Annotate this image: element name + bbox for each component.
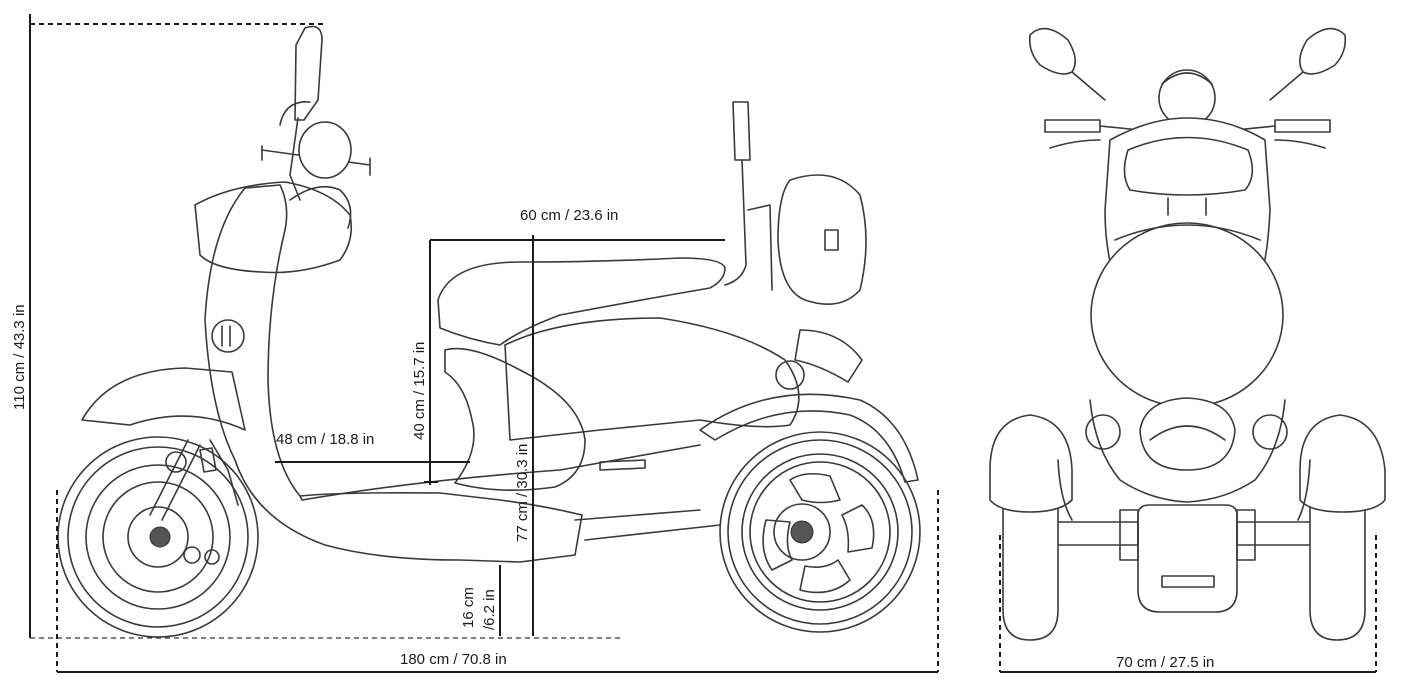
left-mirror — [1028, 27, 1076, 75]
top-case — [777, 174, 867, 306]
backrest-pad — [732, 101, 751, 161]
label-overall-height: 110 cm / 43.3 in — [11, 304, 28, 410]
front-wheel — [57, 436, 259, 638]
label-floor-length: 48 cm / 18.8 in — [276, 431, 374, 448]
front-cowl — [194, 181, 353, 274]
leg-shield — [1090, 222, 1284, 408]
left-grip — [1044, 119, 1101, 133]
right-rear-fender-front — [1299, 414, 1386, 513]
side-panel — [504, 317, 800, 441]
label-overall-length: 180 cm / 70.8 in — [400, 651, 507, 668]
front-wheel-front — [1137, 504, 1238, 613]
left-indicator — [1085, 414, 1121, 450]
side-cover — [444, 347, 586, 491]
dimension-labels: 110 cm / 43.3 in 60 cm / 23.6 in 40 cm /… — [11, 207, 1214, 671]
front-view — [989, 27, 1386, 641]
side-view — [57, 25, 921, 638]
label-ground-clearance-a: 16 cm — [460, 587, 477, 628]
seat — [437, 257, 726, 346]
right-indicator — [1252, 414, 1288, 450]
left-axle — [1049, 521, 1139, 546]
right-grip — [1274, 119, 1331, 133]
label-seat-to-floor: 40 cm / 15.7 in — [411, 342, 428, 440]
label-ground-clearance-b: /6.2 in — [481, 589, 498, 630]
left-rear-fender-front — [989, 414, 1073, 513]
right-mirror — [1299, 27, 1347, 75]
rear-wheel — [719, 431, 921, 633]
rear-fender — [699, 393, 919, 483]
front-fender — [81, 367, 246, 431]
label-seat-height: 77 cm / 30.3 in — [514, 444, 531, 542]
dimension-lines — [29, 14, 1377, 673]
right-axle — [1236, 521, 1321, 546]
mirror — [294, 25, 323, 121]
label-overall-width: 70 cm / 27.5 in — [1116, 654, 1214, 671]
floorboard — [299, 444, 701, 501]
label-seat-length: 60 cm / 23.6 in — [520, 207, 618, 224]
body-shell — [204, 184, 583, 563]
front-fork — [149, 439, 239, 521]
front-fender-front — [1139, 397, 1236, 471]
